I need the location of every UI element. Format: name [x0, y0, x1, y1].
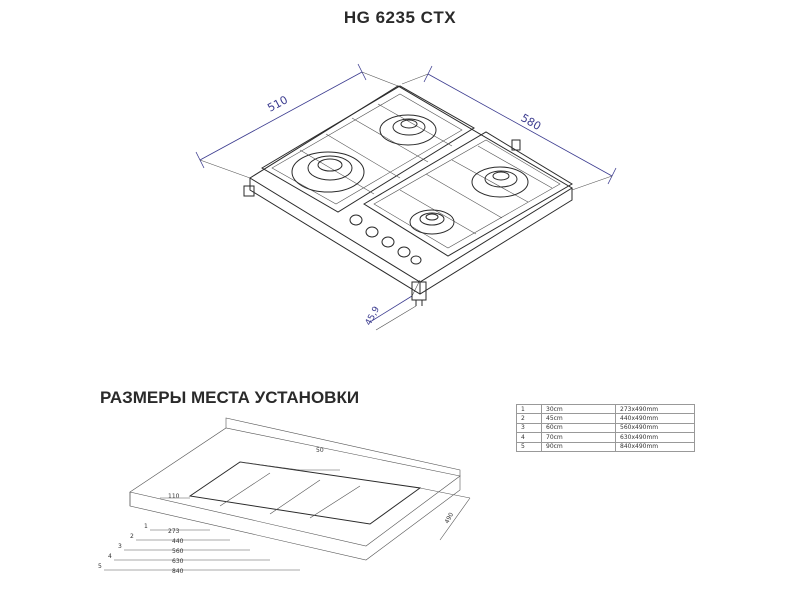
dim-510-label: 510	[265, 93, 290, 114]
dimension-width: 510	[195, 63, 399, 179]
cutout-size: 273x490mm	[615, 403, 695, 415]
width-630: 630	[172, 558, 184, 565]
table-row: 1 30cm 273x490mm	[516, 403, 695, 415]
table-row: 4 70cm 630x490mm	[516, 432, 695, 443]
cutout-drawing: 50 110 490 1 2 3 4 5 273 440 560 630 840	[98, 417, 471, 575]
dim-50-label: 50	[316, 447, 324, 454]
table-row: 5 90cm 840x490mm	[516, 441, 695, 452]
dim-110-label: 110	[168, 493, 180, 500]
burner-rear-left	[379, 114, 437, 146]
row-number: 5	[516, 441, 542, 452]
cutout-size: 630x490mm	[615, 432, 695, 443]
cutout-size: 560x490mm	[615, 422, 695, 434]
row-number: 4	[516, 432, 542, 443]
cutout-size: 440x490mm	[615, 413, 695, 424]
row-label-4: 4	[108, 553, 112, 560]
model-title: HG 6235 CTX	[343, 8, 457, 27]
install-section-title: РАЗМЕРЫ МЕСТА УСТАНОВКИ	[100, 388, 360, 407]
burner-large	[291, 151, 365, 193]
row-label-3: 3	[118, 543, 122, 550]
row-number: 2	[516, 413, 542, 424]
gas-connector	[243, 139, 521, 306]
row-label-1: 1	[144, 523, 148, 530]
row-number: 3	[516, 422, 542, 434]
table-row: 2 45cm 440x490mm	[516, 413, 695, 424]
control-knobs	[349, 214, 422, 265]
dim-490-label: 490	[444, 511, 456, 525]
hob-width: 90cm	[541, 441, 616, 452]
cutout-size: 840x490mm	[615, 441, 695, 452]
dim-580-label: 580	[519, 111, 544, 133]
burner-rear-right	[471, 166, 529, 198]
table-row: 3 60cm 560x490mm	[516, 422, 695, 434]
row-label-2: 2	[130, 533, 134, 540]
dimension-depth: 580	[401, 65, 617, 191]
row-label-5: 5	[98, 563, 102, 570]
width-273: 273	[168, 528, 180, 535]
hob-width: 60cm	[541, 422, 616, 434]
hob-body	[243, 85, 573, 306]
cutout-sizes-table: 1 30cm 273x490mm 2 45cm 440x490mm 3 60cm…	[516, 403, 695, 452]
width-440: 440	[172, 538, 184, 545]
hob-width: 45cm	[541, 413, 616, 424]
row-number: 1	[516, 403, 542, 415]
burner-small	[409, 209, 455, 235]
hob-width: 70cm	[541, 432, 616, 443]
width-840: 840	[172, 568, 184, 575]
hob-width: 30cm	[541, 403, 616, 415]
width-560: 560	[172, 548, 184, 555]
